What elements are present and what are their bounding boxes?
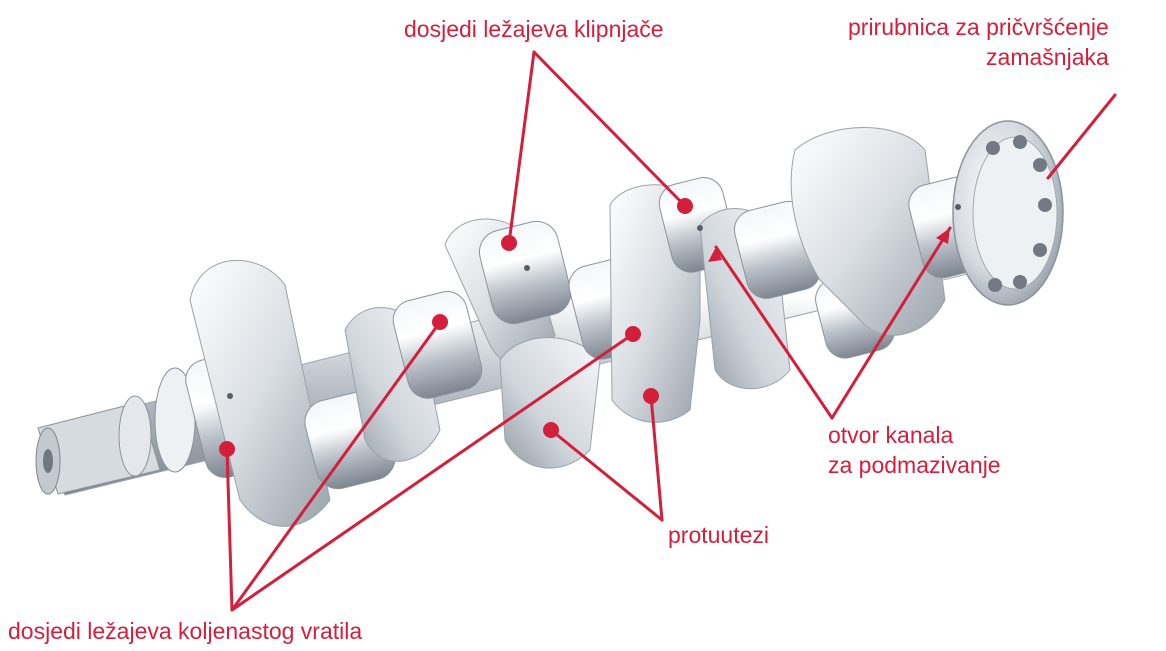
label-flywheel-flange: prirubnica za pričvršćenje zamašnjaka [848, 12, 1109, 72]
label-oil-hole-line1: otvor kanala [828, 420, 1001, 450]
crank-web-4 [500, 338, 600, 469]
flange-bolt-hole [1038, 198, 1052, 212]
oil-hole [955, 204, 961, 210]
label-main-journals: dosjedi ležajeva koljenastog vratila [8, 616, 362, 646]
label-main-journals-text: dosjedi ležajeva koljenastog vratila [8, 618, 362, 644]
flange-bolt-hole [988, 278, 1002, 292]
label-oil-hole-line2: za podmazivanje [828, 450, 1001, 480]
label-rod-journals: dosjedi ležajeva klipnjače [404, 14, 664, 44]
callout-marker-dot [643, 388, 659, 404]
callout-marker-dot [677, 198, 693, 214]
shaft-step-1 [119, 396, 151, 476]
flange-bolt-hole [1033, 243, 1047, 257]
leader-counterweight-a [551, 430, 662, 520]
flange-bolt-hole [1013, 135, 1027, 149]
label-counterweights-text: protuutezi [668, 522, 769, 548]
shaft-nose-bore [43, 449, 53, 473]
label-oil-hole: otvor kanala za podmazivanje [828, 420, 1001, 480]
oil-hole [524, 265, 530, 271]
flange-bolt-hole [1013, 275, 1027, 289]
oil-hole [227, 393, 233, 399]
flange-bolt-hole [986, 141, 1000, 155]
callout-marker-dot [219, 441, 235, 457]
label-flywheel-flange-line2: zamašnjaka [848, 42, 1109, 72]
callout-marker-dot [432, 314, 448, 330]
callout-marker-dot [625, 326, 641, 342]
label-counterweights: protuutezi [668, 520, 769, 550]
callout-marker-dot [501, 235, 517, 251]
leader-rod-journal-b [534, 52, 685, 206]
leader-rod-journal-a [509, 52, 534, 243]
label-rod-journals-text: dosjedi ležajeva klipnjače [404, 16, 664, 42]
callout-marker-dot [543, 422, 559, 438]
leader-flange [1048, 95, 1115, 178]
flange-bolt-hole [1033, 158, 1047, 172]
oil-hole [697, 225, 703, 231]
label-flywheel-flange-line1: prirubnica za pričvršćenje [848, 12, 1109, 42]
